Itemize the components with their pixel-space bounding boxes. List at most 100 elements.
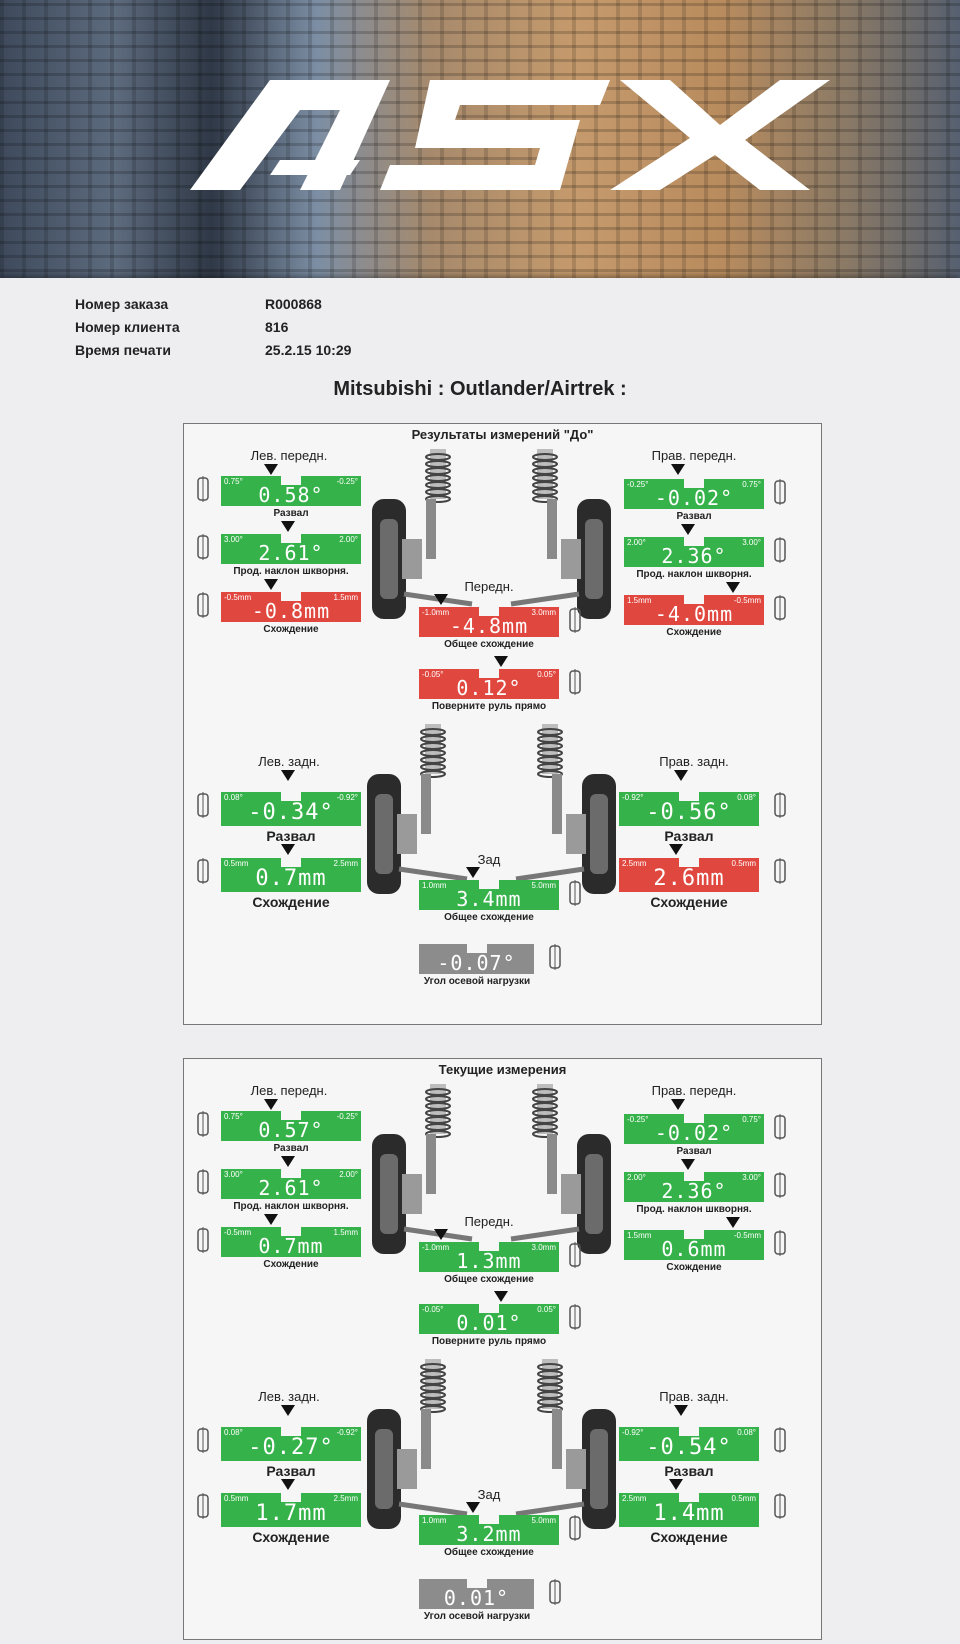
wheel-icon [774, 858, 786, 884]
gauge-notch [467, 1579, 487, 1588]
gauge-fl-toe: -0.5mm 1.5mm -0.8mm [221, 592, 361, 623]
gauge-label: Прод. наклон шкворня. [233, 566, 349, 577]
print-time-value: 25.2.15 10:29 [265, 342, 352, 358]
arrow-down-icon [466, 867, 480, 878]
arrow-down-icon [281, 770, 295, 781]
gauge-notch [281, 476, 301, 485]
corner-title: Прав. задн. [659, 1389, 729, 1404]
gauge-min: 0.5mm [224, 859, 249, 868]
gauge-fr-camber: -0.25° 0.75° -0.02° [624, 479, 764, 510]
corner-title: Лев. передн. [250, 448, 328, 463]
gauge-max: 5.0mm [531, 881, 556, 890]
wheel-icon [774, 1114, 786, 1140]
gauge-fl-caster: 3.00° 2.00° 2.61° [221, 534, 361, 565]
gauge-max: 0.08° [737, 1428, 756, 1437]
wheel-icon [197, 592, 209, 618]
suspension-drawing [515, 724, 616, 894]
arrow-down-icon [669, 844, 683, 855]
gauge-value: -0.02° [654, 1121, 734, 1145]
gauge-value: -0.27° [248, 1435, 334, 1460]
arrow-down-icon [264, 1099, 278, 1110]
gauge-value: 0.01° [443, 1586, 510, 1610]
gauge-rr-camber: -0.92° 0.08° -0.56° [619, 792, 759, 826]
gauge-notch [684, 479, 704, 488]
gauge-value: -0.8mm [251, 599, 331, 623]
gauge-value: -0.56° [646, 800, 732, 825]
gauge-max: -0.5mm [733, 596, 761, 605]
gauge-label: Схождение [252, 1529, 330, 1545]
gauge-min: 0.75° [224, 1112, 243, 1121]
wheel-icon [549, 1579, 561, 1605]
gauge-notch [679, 1493, 699, 1502]
gauge-max: -0.5mm [733, 1231, 761, 1240]
gauge-min: 1.5mm [627, 1231, 652, 1240]
arrow-down-icon [466, 1502, 480, 1513]
gauge-min: 0.5mm [224, 1494, 249, 1503]
wheel-icon [197, 476, 209, 502]
gauge-thrust: 0.01° [419, 1579, 534, 1610]
gauge-label: Прод. наклон шкворня. [233, 1201, 349, 1212]
panel-title: Результаты измерений "До" [411, 427, 594, 442]
gauge-value: 3.2mm [456, 1522, 522, 1546]
gauge-value: 0.7mm [258, 1234, 324, 1258]
gauge-max: 3.00° [742, 1173, 761, 1182]
center-title: Передн. [464, 1214, 514, 1229]
gauge-max: 1.5mm [333, 593, 358, 602]
client-label: Номер клиента [75, 319, 180, 335]
gauge-notch [467, 944, 487, 953]
wheel-icon [197, 858, 209, 884]
gauge-label: Развал [266, 1463, 316, 1479]
building-facade [0, 0, 960, 300]
gauge-label: Развал [266, 828, 316, 844]
arrow-down-icon [681, 524, 695, 535]
gauge-value: 2.61° [258, 1176, 324, 1200]
arrow-down-icon [281, 1479, 295, 1490]
gauge-min: 3.00° [224, 535, 243, 544]
center-title: Передн. [464, 579, 514, 594]
wheel-icon [774, 792, 786, 818]
gauge-label: Прод. наклон шкворня. [636, 1204, 752, 1215]
wheel-icon [197, 534, 209, 560]
gauge-label: Схождение [650, 894, 728, 910]
gauge-label: Развал [273, 1143, 309, 1154]
arrow-down-icon [281, 1156, 295, 1167]
gauge-rear-total-toe: 1.0mm 5.0mm 3.4mm [419, 880, 559, 911]
wheel-icon [774, 595, 786, 621]
gauge-value: -0.54° [646, 1435, 732, 1460]
panel-before: Результаты измерений "До" Лев. передн. 0.… [183, 423, 822, 1025]
wheel-icon [774, 1493, 786, 1519]
panel-title: Текущие измерения [438, 1062, 567, 1077]
wheel-icon [774, 479, 786, 505]
gauge-rr-camber: -0.92° 0.08° -0.54° [619, 1427, 759, 1461]
gauge-fl-toe: -0.5mm 1.5mm 0.7mm [221, 1227, 361, 1258]
gauge-front-total-toe: -1.0mm 3.0mm 1.3mm [419, 1242, 559, 1273]
gauge-label: Развал [273, 508, 309, 519]
arrow-down-icon [494, 656, 508, 667]
gauge-min: 2.5mm [622, 1494, 647, 1503]
gauge-max: 0.75° [742, 1115, 761, 1124]
gauge-label: Схождение [666, 1262, 722, 1273]
gauge-min: 0.75° [224, 477, 243, 486]
gauge-min: -0.92° [622, 1428, 644, 1437]
gauge-notch [684, 1230, 704, 1239]
gauge-min: 3.00° [224, 1170, 243, 1179]
asx-logo [190, 80, 830, 190]
gauge-notch [281, 792, 301, 801]
gauge-rl-camber: 0.08° -0.92° -0.27° [221, 1427, 361, 1461]
gauge-rear-total-toe: 1.0mm 5.0mm 3.2mm [419, 1515, 559, 1546]
gauge-value: -0.34° [248, 800, 334, 825]
wheel-icon [197, 1111, 209, 1137]
arrow-down-icon [264, 1214, 278, 1225]
gauge-max: -0.92° [336, 793, 358, 802]
suspension-drawing [510, 449, 611, 619]
gauge-rl-camber: 0.08° -0.92° -0.34° [221, 792, 361, 826]
gauge-label: Общее схождение [444, 1274, 534, 1285]
gauge-rl-toe: 0.5mm 2.5mm 0.7mm [221, 858, 361, 892]
gauge-label: Развал [664, 828, 714, 844]
gauge-max: 1.5mm [333, 1228, 358, 1237]
gauge-label: Схождение [650, 1529, 728, 1545]
vehicle-title: Mitsubishi : Outlander/Airtrek : [333, 378, 627, 400]
gauge-label: Схождение [252, 894, 330, 910]
wheel-icon [197, 1427, 209, 1453]
wheel-icon [569, 669, 581, 695]
